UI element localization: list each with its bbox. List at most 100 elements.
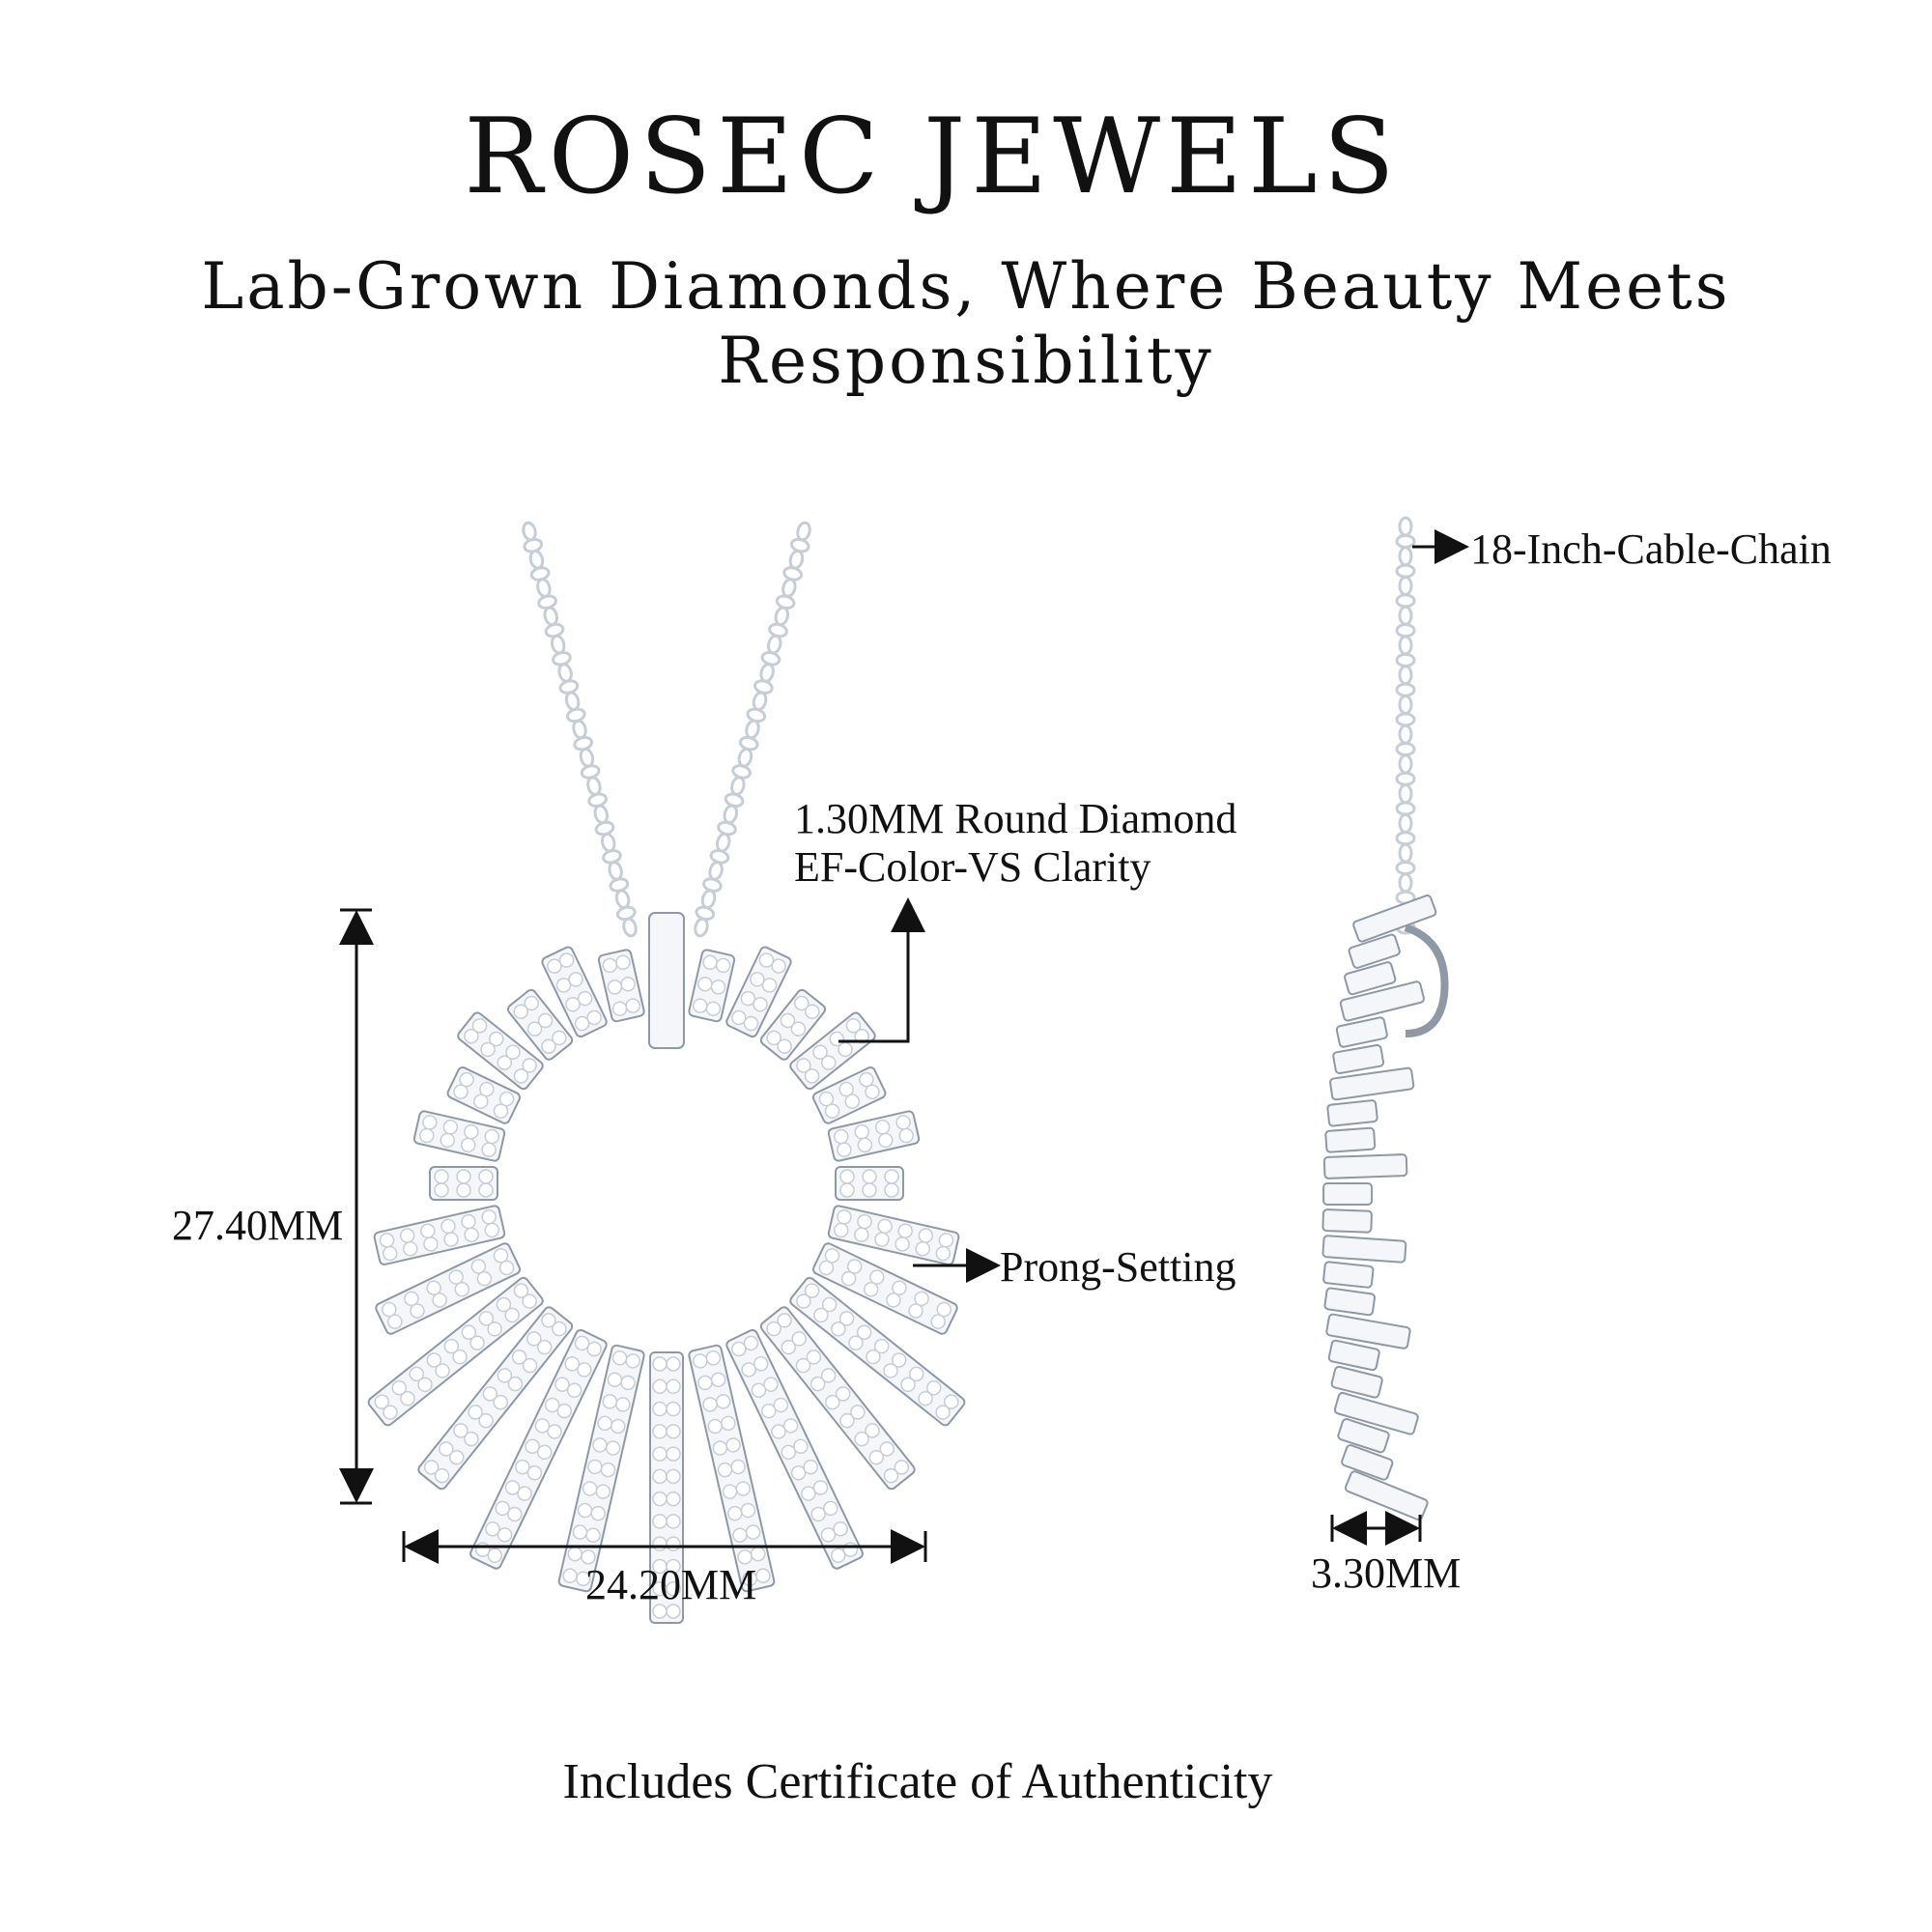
width-dimension-line: [402, 1529, 927, 1564]
chain-link: [1398, 635, 1413, 656]
side-view-pendant: [1321, 516, 1449, 1521]
diamond-stone: [935, 1405, 951, 1420]
pendant-ray: [811, 1242, 958, 1335]
diamond-stone: [796, 1293, 811, 1309]
diamond-stone: [440, 1218, 456, 1235]
brand-title: ROSEC JEWELS: [464, 97, 1401, 217]
diamond-stone: [742, 1571, 757, 1587]
diamond-stone: [461, 1324, 477, 1340]
diamond-stone: [489, 1031, 504, 1047]
diamond-stone: [524, 995, 539, 1011]
diamond-stone: [468, 1405, 483, 1420]
diamond-stone: [443, 1338, 460, 1354]
diamond-stone: [795, 1357, 811, 1374]
diamond-stone: [825, 1394, 840, 1410]
diamond-stone: [456, 1182, 471, 1198]
diamond-stone: [878, 1132, 894, 1149]
diamond-stone: [790, 1464, 807, 1481]
diamond-stone: [562, 1568, 578, 1583]
diamond-stone: [652, 1401, 668, 1417]
diamond-stone: [666, 1468, 681, 1485]
diamond-stone: [611, 1350, 628, 1366]
chain-link: [694, 917, 709, 938]
diamond-stone: [505, 1044, 521, 1060]
diamond-stone: [868, 1449, 885, 1465]
chain-link: [1395, 771, 1416, 786]
height-dimension-line: [339, 908, 374, 1505]
side-ray: [1352, 895, 1437, 943]
diamond-stone: [862, 1182, 877, 1198]
diamond-stone: [470, 1259, 487, 1274]
side-ray: [1322, 1261, 1375, 1289]
diamond-stone: [753, 996, 768, 1012]
diamond-stone: [558, 952, 575, 968]
prong-setting-label: Prong-Setting: [1000, 1243, 1236, 1291]
pendant-bail: [648, 912, 685, 1049]
front-chain: [522, 521, 811, 938]
pendant-ray: [367, 1276, 544, 1427]
diamond-stone: [915, 1240, 930, 1257]
diamond-stone: [908, 1303, 923, 1319]
diamond-stone: [498, 1091, 515, 1107]
chain-link: [1395, 623, 1416, 639]
diamond-stone: [930, 1314, 946, 1329]
diamond-stone: [482, 1386, 498, 1402]
chain-link: [1398, 605, 1413, 626]
diamond-stone: [478, 1169, 494, 1184]
diamond-stone: [439, 1441, 454, 1457]
diamond-stone: [620, 976, 636, 992]
diamond-stone: [379, 1233, 395, 1248]
diamond-stone: [382, 1301, 397, 1318]
diamond-stone: [496, 1296, 512, 1313]
diamond-stone: [898, 1127, 914, 1144]
diamond-stone: [652, 1356, 668, 1372]
diamond-stone: [511, 1350, 527, 1365]
diamond-stone: [884, 1182, 899, 1198]
diamond-stone: [515, 1459, 530, 1475]
diamond-stone: [710, 980, 726, 995]
diamond-stone: [834, 1222, 849, 1238]
diamond-stone: [801, 1486, 816, 1501]
side-ray: [1325, 1313, 1411, 1350]
diamond-stone: [705, 1001, 722, 1016]
chain-link: [1398, 665, 1413, 686]
diamond-stone: [866, 1349, 881, 1365]
chain-link: [1398, 694, 1413, 715]
diamond-stone: [874, 1232, 890, 1247]
diamond-stone: [461, 1213, 476, 1230]
tagline: Lab-Grown Diamonds, Where Beauty Meets R…: [201, 249, 1731, 398]
diamond-stone: [760, 1403, 777, 1419]
diamond-stone: [707, 1418, 723, 1435]
diamond-stone: [831, 1321, 846, 1337]
diamond-stone: [481, 1209, 497, 1225]
diamond-stone: [697, 1375, 713, 1391]
diamond-stone: [837, 1142, 852, 1157]
pendant-ray: [429, 1166, 498, 1201]
diamond-stone: [715, 957, 731, 974]
diamond-stone: [582, 1481, 598, 1496]
side-ray: [1333, 1391, 1419, 1435]
side-ray: [1344, 1470, 1429, 1521]
diamond-stone: [537, 1012, 554, 1029]
diamond-stone: [839, 1169, 855, 1184]
diamond-stone: [522, 1058, 537, 1073]
diamond-stone: [434, 1169, 449, 1184]
diamond-stone: [448, 1269, 464, 1285]
pendant-ray: [446, 1066, 522, 1124]
diamond-stone: [652, 1536, 668, 1551]
depth-label: 3.30MM: [1311, 1549, 1462, 1597]
diamond-stone: [484, 1128, 499, 1145]
diamond-stone: [854, 1227, 869, 1243]
pendant-ray: [597, 949, 645, 1023]
diamond-stone: [777, 1038, 792, 1054]
side-ray: [1323, 1287, 1377, 1317]
diamond-stone: [731, 1341, 747, 1357]
diamond-stone: [810, 1376, 826, 1392]
diamond-stone: [426, 1280, 441, 1296]
chain-link: [1395, 563, 1416, 579]
diamond-stone: [504, 1480, 521, 1495]
diamond-stone: [702, 1397, 718, 1412]
diamond-stone: [409, 1366, 425, 1382]
diamond-stone: [513, 1283, 529, 1298]
diamond-stone: [862, 1169, 877, 1184]
